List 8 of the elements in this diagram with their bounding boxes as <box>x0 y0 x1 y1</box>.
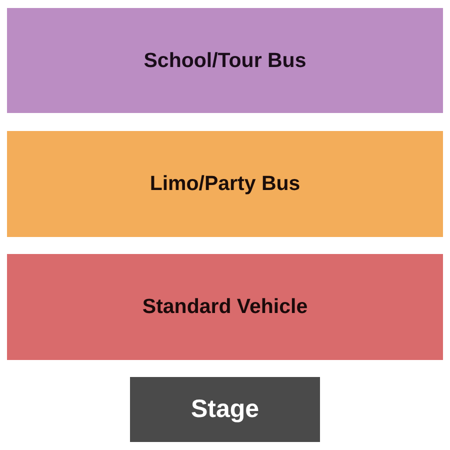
section-label: School/Tour Bus <box>144 48 306 72</box>
stage-label: Stage <box>190 395 260 424</box>
stage-block <box>130 377 320 442</box>
seating-section <box>7 254 443 360</box>
seating-section <box>7 8 443 113</box>
section-label: Limo/Party Bus <box>150 172 300 196</box>
section-label: Standard Vehicle <box>142 295 308 319</box>
seating-section <box>7 131 443 237</box>
